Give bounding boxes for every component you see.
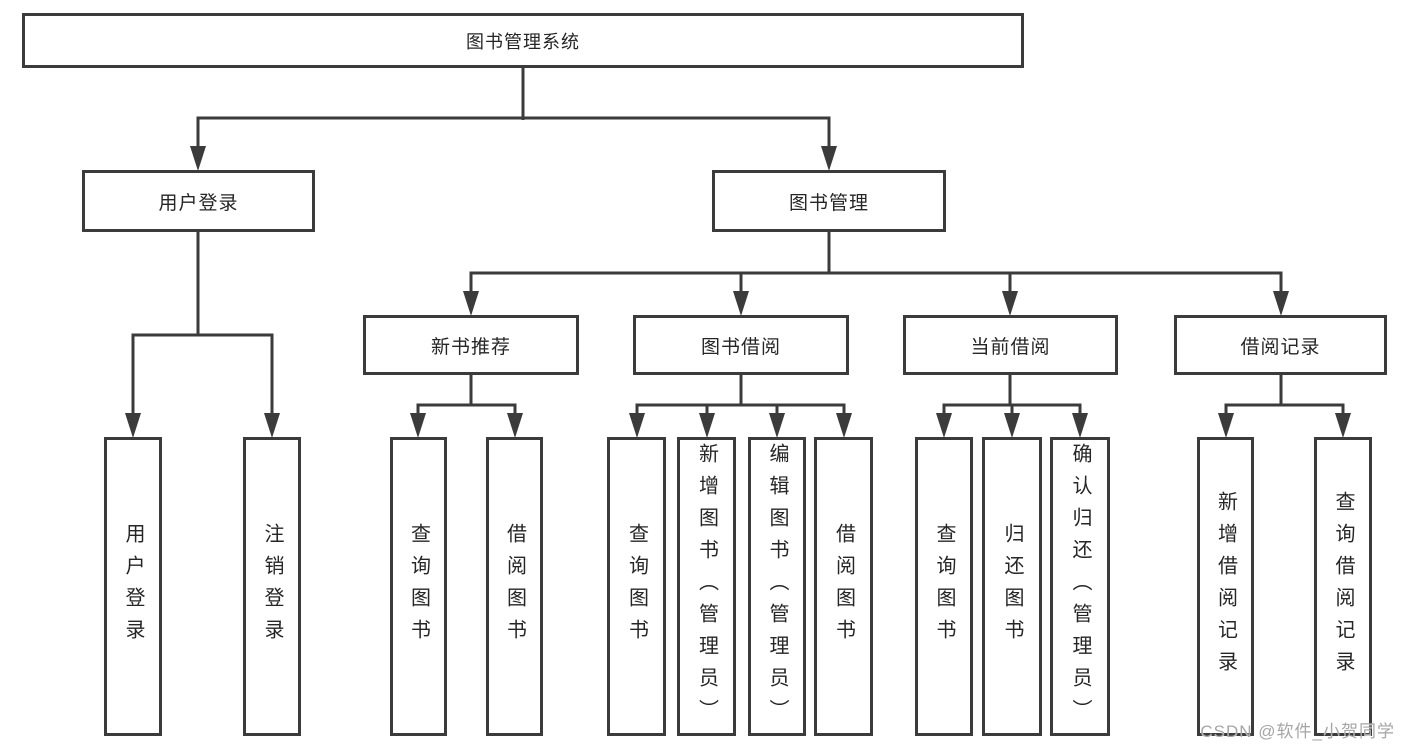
leaf-user-login: 用户登录	[104, 437, 162, 736]
leaf-label: 借阅图书	[503, 522, 526, 651]
leaf-query-books-recommend: 查询图书	[390, 437, 447, 736]
node-user-login-branch: 用户登录	[82, 170, 315, 232]
leaf-label: 查询图书	[933, 522, 955, 651]
node-label: 图书管理	[788, 192, 869, 214]
leaf-add-books-admin: 新增图书（管理员）	[677, 437, 736, 736]
node-label: 当前借阅	[970, 336, 1051, 358]
leaf-add-borrow-record: 新增借阅记录	[1197, 437, 1254, 736]
leaf-label: 查询借阅记录	[1332, 490, 1354, 683]
leaf-label: 注销登录	[261, 522, 283, 651]
leaf-confirm-return-admin: 确认归还（管理员）	[1050, 437, 1110, 736]
leaf-return-books: 归还图书	[982, 437, 1042, 736]
node-label: 借阅记录	[1240, 336, 1321, 358]
node-label: 用户登录	[158, 192, 239, 214]
csdn-watermark: CSDN @软件_小贺同学	[1200, 722, 1395, 741]
node-book-management-branch: 图书管理	[712, 170, 946, 232]
node-label: 新书推荐	[430, 336, 511, 358]
leaf-label: 新增图书（管理员）	[695, 442, 718, 731]
node-label: 图书管理系统	[466, 31, 580, 52]
leaf-edit-books-admin: 编辑图书（管理员）	[748, 437, 806, 736]
node-new-book-recommend: 新书推荐	[363, 315, 579, 375]
leaf-label: 新增借阅记录	[1214, 490, 1237, 683]
leaf-borrow-books-recommend: 借阅图书	[486, 437, 543, 736]
leaf-label: 编辑图书（管理员）	[766, 442, 788, 731]
leaf-label: 查询图书	[407, 522, 430, 651]
node-library-management-system: 图书管理系统	[22, 13, 1024, 68]
leaf-query-books-borrowing: 查询图书	[607, 437, 666, 736]
node-current-borrowing: 当前借阅	[903, 315, 1118, 375]
leaf-query-borrow-record: 查询借阅记录	[1314, 437, 1372, 736]
leaf-label: 借阅图书	[832, 522, 855, 651]
node-book-borrowing: 图书借阅	[633, 315, 849, 375]
leaf-label: 确认归还（管理员）	[1069, 442, 1091, 731]
leaf-query-books-current: 查询图书	[915, 437, 973, 736]
leaf-label: 归还图书	[1001, 522, 1023, 651]
leaf-label: 查询图书	[625, 522, 648, 651]
leaf-borrow-books: 借阅图书	[814, 437, 873, 736]
leaf-logout: 注销登录	[243, 437, 301, 736]
leaf-label: 用户登录	[122, 522, 144, 651]
node-label: 图书借阅	[700, 336, 781, 358]
node-borrowing-records: 借阅记录	[1174, 315, 1387, 375]
